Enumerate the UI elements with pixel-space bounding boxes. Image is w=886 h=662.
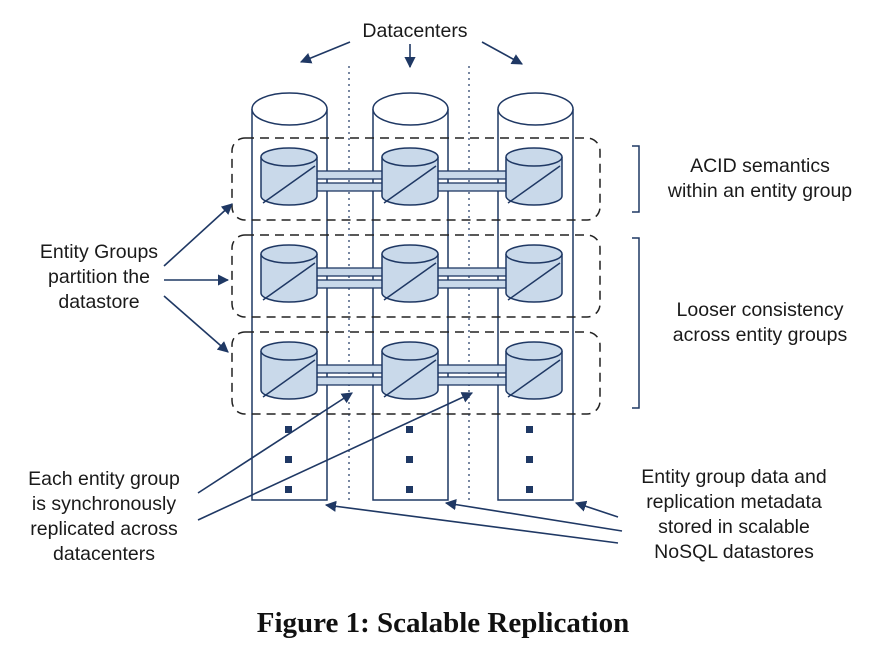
storage-line: stored in scalable: [658, 516, 810, 538]
sync-line: replicated across: [30, 518, 178, 540]
sync-line: is synchronously: [31, 493, 177, 515]
disk-icon: [260, 244, 318, 303]
entity-group-box: [231, 137, 601, 221]
disk-icon: [505, 147, 563, 206]
datacenters-label: Datacenters: [362, 20, 468, 42]
entity-group-box: [231, 331, 601, 415]
looser-brace: [632, 237, 640, 409]
storage-line: NoSQL datastores: [654, 541, 814, 563]
arrows: [163, 41, 623, 544]
arrow-sync-2: [197, 392, 474, 521]
arrow-sync-1: [197, 392, 353, 494]
looser-line: across entity groups: [672, 324, 848, 346]
acid-brace: [632, 145, 640, 213]
acid-line: ACID semantics: [690, 155, 830, 177]
disk-icon: [505, 341, 563, 400]
arrow-storage-2: [444, 499, 623, 532]
looser-line: Looser consistency: [676, 299, 844, 321]
entity-group-box: [231, 234, 601, 318]
looser-consistency-label: Looser consistency across entity groups: [646, 298, 874, 348]
disk-icon: [505, 244, 563, 303]
arrow-entity-group-3: [163, 295, 229, 353]
disk-icon: [260, 147, 318, 206]
arrow-entity-group-1: [163, 203, 233, 267]
sync-line: Each entity group: [28, 468, 180, 490]
figure-caption: Figure 1: Scalable Replication: [256, 607, 630, 639]
entity-groups-line: partition the: [48, 266, 150, 288]
arrow-storage-3: [574, 500, 619, 518]
disk-icon: [260, 341, 318, 400]
acid-line: within an entity group: [667, 180, 853, 202]
datacenter-cylinder: [497, 92, 574, 501]
disk-cylinders: [260, 147, 563, 400]
entity-groups-line: datastore: [58, 291, 140, 313]
sync-line: datacenters: [53, 543, 155, 565]
storage-line: Entity group data and: [641, 466, 827, 488]
sync-replication-label: Each entity group is synchronously repli…: [4, 467, 204, 567]
datacenter-cylinder: [251, 92, 328, 501]
entity-groups-line: Entity Groups: [39, 241, 159, 263]
storage-label: Entity group data and replication metada…: [612, 465, 856, 565]
storage-line: replication metadata: [646, 491, 822, 513]
more-groups-dots: [285, 426, 533, 493]
arrow-storage-1: [324, 500, 619, 544]
disk-icon: [381, 341, 439, 400]
arrow-datacenter-left: [299, 41, 351, 64]
disk-icon: [381, 147, 439, 206]
acid-label: ACID semantics within an entity group: [646, 154, 874, 204]
disk-icon: [381, 244, 439, 303]
datacenter-cylinder: [372, 92, 449, 501]
arrow-datacenter-right: [481, 41, 523, 65]
entity-groups-label: Entity Groups partition the datastore: [14, 240, 184, 315]
